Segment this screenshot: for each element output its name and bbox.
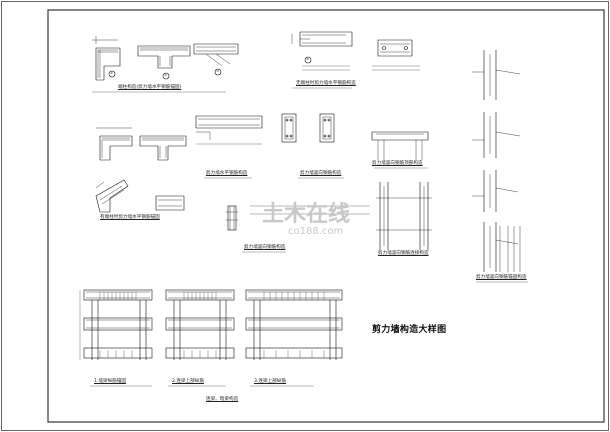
watermark-en: co188.com xyxy=(288,226,344,237)
caption-elevation-3: 3.连梁上部纵筋 xyxy=(254,379,286,384)
label-circle-2: ② xyxy=(164,73,168,77)
caption-detail-row2-left: 有端柱时剪力墙水平钢筋锚固 xyxy=(100,215,160,220)
detail-section-box-2 xyxy=(319,113,335,143)
caption-detail-row1: 端柱构造(剪力墙水平钢筋锚固) xyxy=(118,85,182,90)
label-circle-4: ④ xyxy=(306,57,310,61)
elevation-3 xyxy=(245,289,343,360)
detail-tee-2 xyxy=(139,135,187,161)
caption-tall-bars: 剪力墙竖向钢筋锚固构造 xyxy=(476,275,527,280)
caption-vertical-bar-center: 剪力墙竖向钢筋构造 xyxy=(244,245,286,250)
label-circle-1: ① xyxy=(110,71,114,75)
caption-detail-top-mid: 无端柱时剪力墙水平钢筋构造 xyxy=(296,81,356,86)
detail-tall-bars xyxy=(472,50,521,272)
detail-corner-1 xyxy=(92,36,121,81)
caption-elevations: 连梁、暗梁构造 xyxy=(206,397,239,402)
caption-elevation-2: 2.连梁上部纵筋 xyxy=(172,379,204,384)
caption-elevation-1: 1.墙梁纵筋锚固 xyxy=(94,379,126,384)
detail-section-box-1 xyxy=(281,113,297,143)
watermark-cn: 土木在线 xyxy=(262,202,351,227)
caption-wall-connection: 剪力墙竖向钢筋连接构造 xyxy=(378,251,429,256)
inner-border xyxy=(47,9,605,423)
elevation-2 xyxy=(165,289,235,360)
caption-horizontal-bar: 剪力墙水平钢筋构造 xyxy=(206,171,248,176)
detail-horizontal-wall xyxy=(195,115,263,145)
detail-straight-2 xyxy=(155,195,185,211)
elevation-1 xyxy=(79,289,153,360)
detail-bar-end-1 xyxy=(291,31,353,64)
drawing-title: 剪力墙构造大样图 xyxy=(372,325,447,335)
detail-bar-end-2 xyxy=(377,39,413,57)
detail-vertical-bar-1 xyxy=(226,205,238,231)
detail-corner-2 xyxy=(96,127,133,161)
detail-wall-top xyxy=(371,131,429,160)
detail-straight-1 xyxy=(193,43,239,76)
detail-vertical-bar-2 xyxy=(376,182,432,250)
detail-skew xyxy=(95,179,129,213)
detail-tee-1 xyxy=(137,45,191,80)
label-circle-3: ③ xyxy=(216,69,220,73)
caption-wall-top: 剪力墙竖向钢筋顶部构造 xyxy=(372,161,423,166)
caption-vertical-bar-mid: 剪力墙竖向钢筋构造 xyxy=(300,171,342,176)
